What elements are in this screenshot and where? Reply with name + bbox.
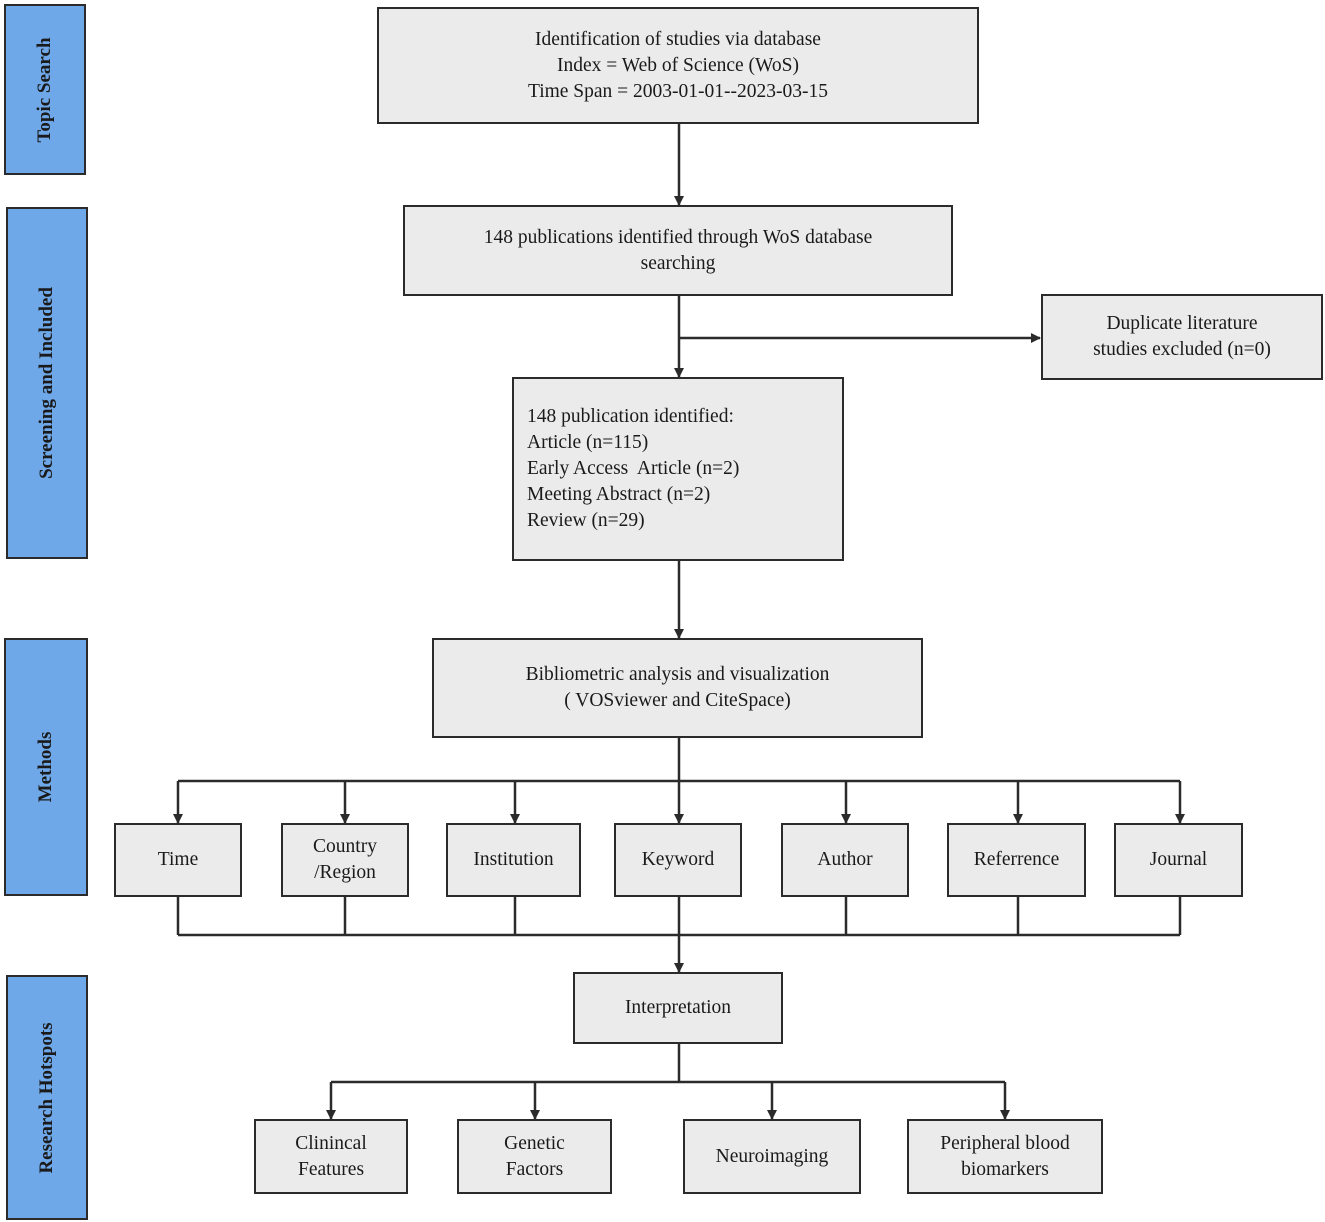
stage-topic-search: Topic Search <box>4 4 86 175</box>
duplicates-excluded-text: Duplicate literature studies excluded (n… <box>1093 313 1271 360</box>
method-journal-label: Journal <box>1149 849 1208 870</box>
method-time-box: Time <box>114 823 242 897</box>
identified-publications-box: 148 publications identified through WoS … <box>403 205 953 296</box>
publication-breakdown-text: 148 publication identified: Article (n=1… <box>527 406 740 531</box>
bibliometric-analysis-text: Bibliometric analysis and visualization … <box>525 664 830 711</box>
method-referrence-box: Referrence <box>947 823 1086 897</box>
hotspot-clinical-features-label: Clinincal Features <box>295 1132 367 1180</box>
method-journal-box: Journal <box>1114 823 1243 897</box>
stage-screening-included: Screening and Included <box>6 207 88 559</box>
method-time-label: Time <box>157 849 199 870</box>
method-keyword-label: Keyword <box>641 849 715 870</box>
method-referrence-label: Referrence <box>973 849 1060 870</box>
stage-screening-included-label: Screening and Included <box>36 287 57 479</box>
identification-box: Identification of studies via database I… <box>377 7 979 124</box>
method-author-box: Author <box>781 823 909 897</box>
hotspot-neuroimaging-label: Neuroimaging <box>715 1145 829 1167</box>
interpretation-label: Interpretation <box>624 997 732 1018</box>
stage-research-hotspots-label: Research Hotspots <box>36 1021 57 1174</box>
hotspot-genetic-factors-label: Genetic Factors <box>504 1132 565 1180</box>
method-keyword-box: Keyword <box>614 823 742 897</box>
identification-text: Identification of studies via database I… <box>527 28 829 102</box>
hotspot-neuroimaging-box: Neuroimaging <box>683 1119 861 1194</box>
stage-research-hotspots: Research Hotspots <box>6 975 88 1220</box>
method-country-region-label: Country /Region <box>313 836 377 883</box>
publication-breakdown-box: 148 publication identified: Article (n=1… <box>512 377 844 561</box>
hotspot-clinical-features-box: Clinincal Features <box>254 1119 408 1194</box>
bibliometric-analysis-box: Bibliometric analysis and visualization … <box>432 638 923 738</box>
method-country-region-box: Country /Region <box>281 823 409 897</box>
hotspot-peripheral-blood-box: Peripheral blood biomarkers <box>907 1119 1103 1194</box>
method-institution-label: Institution <box>473 849 554 870</box>
hotspot-genetic-factors-box: Genetic Factors <box>457 1119 612 1194</box>
interpretation-box: Interpretation <box>573 972 783 1044</box>
method-institution-box: Institution <box>446 823 581 897</box>
identified-publications-text: 148 publications identified through WoS … <box>483 226 873 274</box>
method-author-label: Author <box>817 849 873 870</box>
hotspot-peripheral-blood-label: Peripheral blood biomarkers <box>940 1132 1070 1180</box>
stage-topic-search-label: Topic Search <box>34 36 55 143</box>
stage-methods: Methods <box>4 638 88 896</box>
stage-methods-label: Methods <box>35 731 56 803</box>
duplicates-excluded-box: Duplicate literature studies excluded (n… <box>1041 294 1323 380</box>
